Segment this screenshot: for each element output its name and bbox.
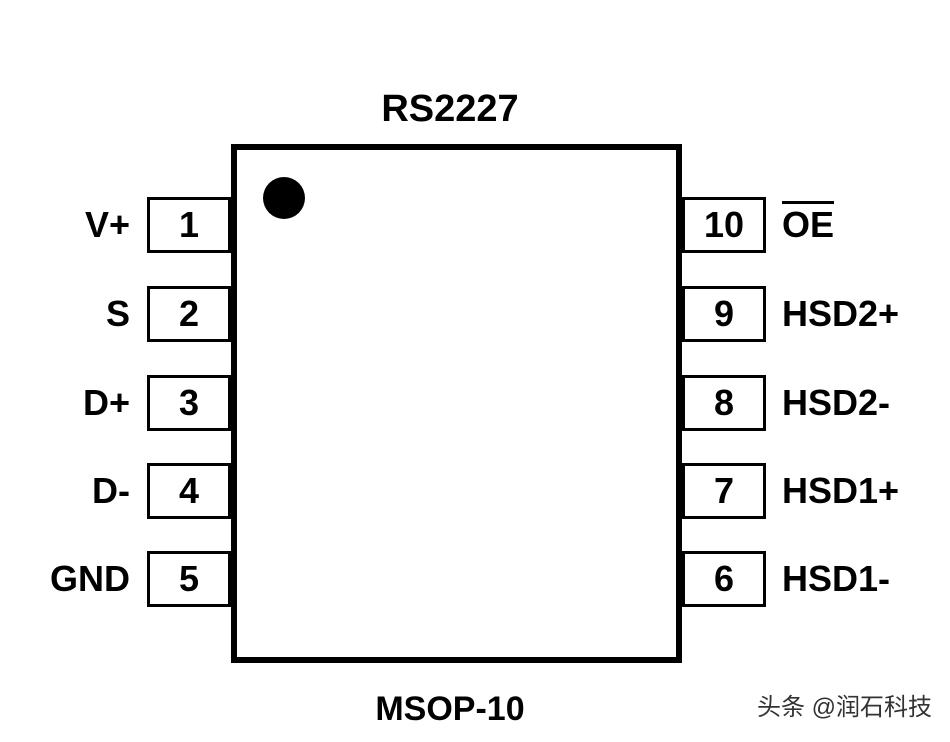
pin-number-8: 8 <box>682 375 766 431</box>
pin-number-6: 6 <box>682 551 766 607</box>
pin-number-10: 10 <box>682 197 766 253</box>
pin-label-4: D- <box>92 470 130 511</box>
pin-label-5: GND <box>50 558 130 599</box>
pin1-indicator-dot <box>263 177 305 219</box>
pin-label-7: HSD1+ <box>782 470 900 511</box>
pin-label-9: HSD2+ <box>782 293 900 334</box>
watermark-text: 头条 @润石科技 <box>756 694 932 721</box>
pin-number-5: 5 <box>147 551 231 607</box>
package-label: MSOP-10 <box>375 690 525 728</box>
pin-number-7: 7 <box>682 463 766 519</box>
pin-label-2: S <box>105 293 130 334</box>
pin-number-3: 3 <box>147 375 231 431</box>
pin-label-10: OE <box>782 204 835 245</box>
pin-number-2: 2 <box>147 286 231 342</box>
pin-label-6: HSD1- <box>782 558 891 599</box>
pin-number-9: 9 <box>682 286 766 342</box>
pin-label-8: HSD2- <box>782 382 891 423</box>
pin-label-1: V+ <box>84 204 130 245</box>
pin-label-3: D+ <box>82 382 130 423</box>
pin-number-1: 1 <box>147 197 231 253</box>
pin-number-4: 4 <box>147 463 231 519</box>
chip-title: RS2227 <box>381 88 519 130</box>
chip-body <box>231 144 682 663</box>
